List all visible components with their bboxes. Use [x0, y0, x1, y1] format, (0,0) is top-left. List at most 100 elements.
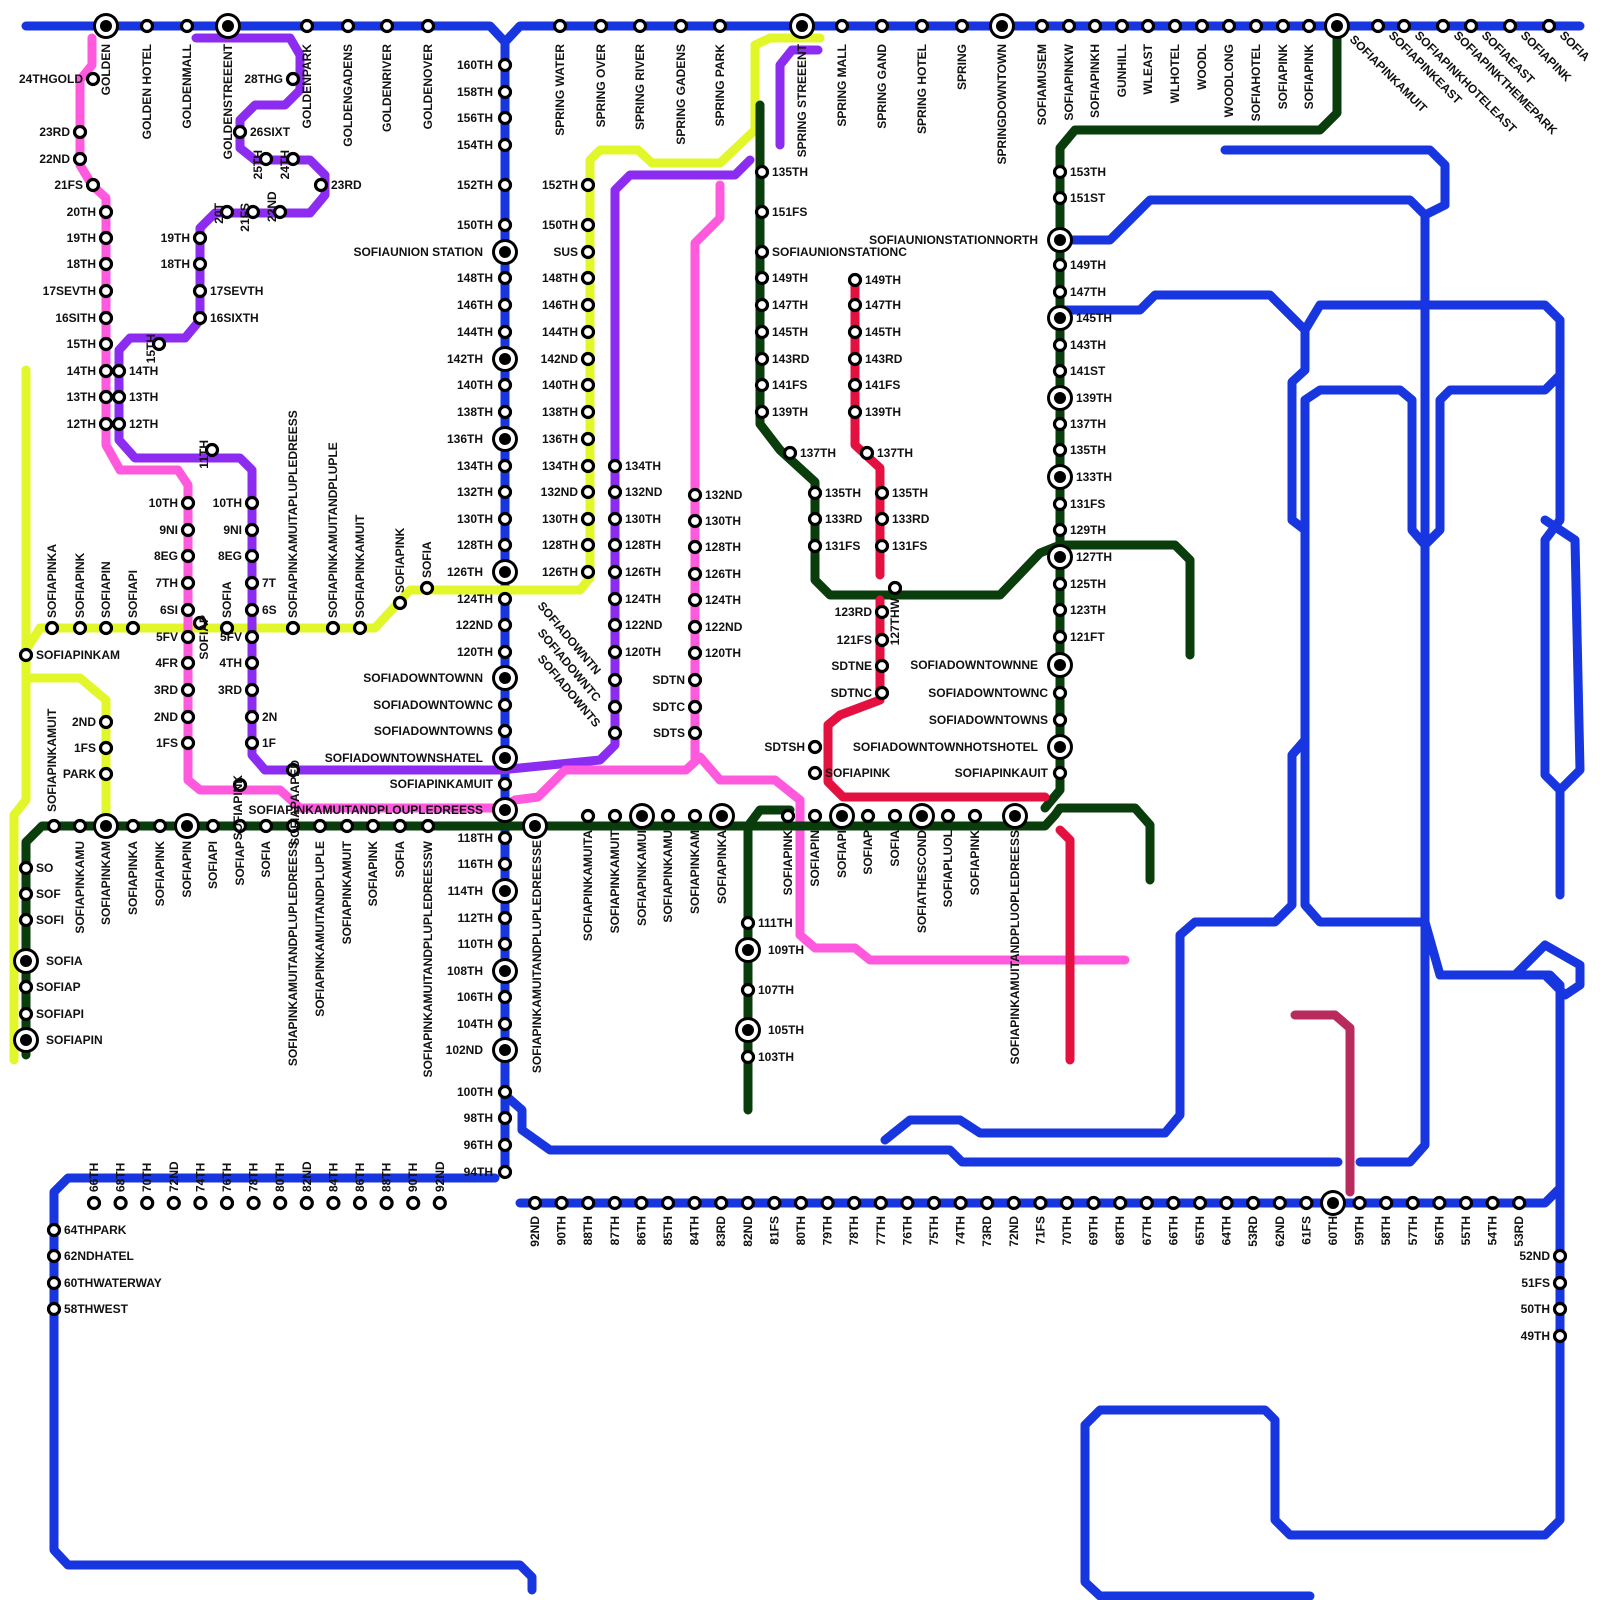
station-marker[interactable]: [182, 21, 193, 32]
station-marker[interactable]: [1487, 1198, 1498, 1209]
station-marker[interactable]: [877, 488, 888, 499]
station-marker[interactable]: [21, 915, 32, 926]
station-marker[interactable]: [21, 982, 32, 993]
station-marker[interactable]: [247, 632, 258, 643]
station-marker[interactable]: [500, 540, 511, 551]
station-marker[interactable]: [142, 1198, 153, 1209]
station-marker[interactable]: [500, 514, 511, 525]
station-marker[interactable]: [929, 1198, 940, 1209]
station-marker[interactable]: [583, 514, 594, 525]
station-marker[interactable]: [101, 623, 112, 634]
station-marker[interactable]: [1251, 21, 1262, 32]
station-marker[interactable]: [75, 623, 86, 634]
interchange-station-marker[interactable]: [93, 813, 119, 839]
station-marker[interactable]: [690, 569, 701, 580]
station-marker[interactable]: [1055, 193, 1066, 204]
interchange-station-marker[interactable]: [492, 346, 518, 372]
station-marker[interactable]: [101, 769, 112, 780]
station-marker[interactable]: [583, 434, 594, 445]
station-marker[interactable]: [222, 1198, 233, 1209]
station-marker[interactable]: [101, 207, 112, 218]
station-marker[interactable]: [1505, 21, 1516, 32]
station-marker[interactable]: [1407, 1198, 1418, 1209]
station-marker[interactable]: [583, 300, 594, 311]
station-marker[interactable]: [49, 1225, 60, 1236]
station-marker[interactable]: [690, 490, 701, 501]
station-marker[interactable]: [970, 811, 981, 822]
station-marker[interactable]: [583, 540, 594, 551]
station-marker[interactable]: [355, 1198, 366, 1209]
station-marker[interactable]: [583, 247, 594, 258]
station-marker[interactable]: [247, 525, 258, 536]
station-marker[interactable]: [610, 702, 621, 713]
station-marker[interactable]: [1055, 768, 1066, 779]
station-marker[interactable]: [850, 275, 861, 286]
station-marker[interactable]: [1055, 366, 1066, 377]
station-marker[interactable]: [1008, 1198, 1019, 1209]
station-marker[interactable]: [810, 488, 821, 499]
station-marker[interactable]: [877, 661, 888, 672]
station-marker[interactable]: [75, 154, 86, 165]
station-marker[interactable]: [21, 863, 32, 874]
interchange-station-marker[interactable]: [492, 426, 518, 452]
station-marker[interactable]: [500, 939, 511, 950]
station-marker[interactable]: [810, 768, 821, 779]
station-marker[interactable]: [1301, 1198, 1312, 1209]
interchange-station-marker[interactable]: [492, 745, 518, 771]
station-marker[interactable]: [101, 339, 112, 350]
station-marker[interactable]: [500, 380, 511, 391]
station-marker[interactable]: [500, 87, 511, 98]
station-marker[interactable]: [583, 487, 594, 498]
station-marker[interactable]: [183, 605, 194, 616]
station-marker[interactable]: [890, 583, 901, 594]
station-marker[interactable]: [247, 605, 258, 616]
station-marker[interactable]: [877, 514, 888, 525]
station-marker[interactable]: [89, 1198, 100, 1209]
station-marker[interactable]: [796, 1198, 807, 1209]
interchange-station-marker[interactable]: [1047, 544, 1073, 570]
station-marker[interactable]: [168, 1198, 179, 1209]
station-marker[interactable]: [183, 738, 194, 749]
station-marker[interactable]: [302, 21, 313, 32]
station-marker[interactable]: [877, 541, 888, 552]
station-marker[interactable]: [208, 821, 219, 832]
station-marker[interactable]: [690, 542, 701, 553]
station-marker[interactable]: [1544, 21, 1555, 32]
station-marker[interactable]: [500, 487, 511, 498]
station-marker[interactable]: [877, 688, 888, 699]
station-marker[interactable]: [743, 985, 754, 996]
station-marker[interactable]: [1555, 1278, 1566, 1289]
station-marker[interactable]: [382, 21, 393, 32]
station-marker[interactable]: [183, 551, 194, 562]
interchange-station-marker[interactable]: [522, 813, 548, 839]
station-marker[interactable]: [1170, 21, 1181, 32]
station-marker[interactable]: [101, 233, 112, 244]
interchange-station-marker[interactable]: [1002, 803, 1028, 829]
interchange-station-marker[interactable]: [13, 948, 39, 974]
station-marker[interactable]: [500, 273, 511, 284]
station-marker[interactable]: [555, 21, 566, 32]
interchange-station-marker[interactable]: [93, 13, 119, 39]
station-marker[interactable]: [101, 286, 112, 297]
station-marker[interactable]: [235, 127, 246, 138]
station-marker[interactable]: [690, 516, 701, 527]
station-marker[interactable]: [1555, 1304, 1566, 1315]
station-marker[interactable]: [1278, 21, 1289, 32]
interchange-station-marker[interactable]: [789, 13, 815, 39]
station-marker[interactable]: [1399, 21, 1410, 32]
interchange-station-marker[interactable]: [492, 239, 518, 265]
station-marker[interactable]: [1055, 260, 1066, 271]
station-marker[interactable]: [690, 622, 701, 633]
station-marker[interactable]: [1304, 21, 1315, 32]
interchange-station-marker[interactable]: [1047, 385, 1073, 411]
station-marker[interactable]: [88, 180, 99, 191]
station-marker[interactable]: [1055, 605, 1066, 616]
station-marker[interactable]: [863, 811, 874, 822]
station-marker[interactable]: [1434, 1198, 1445, 1209]
station-marker[interactable]: [757, 247, 768, 258]
station-marker[interactable]: [261, 821, 272, 832]
station-marker[interactable]: [247, 498, 258, 509]
station-marker[interactable]: [1461, 1198, 1472, 1209]
station-marker[interactable]: [1055, 445, 1066, 456]
station-marker[interactable]: [434, 1198, 445, 1209]
